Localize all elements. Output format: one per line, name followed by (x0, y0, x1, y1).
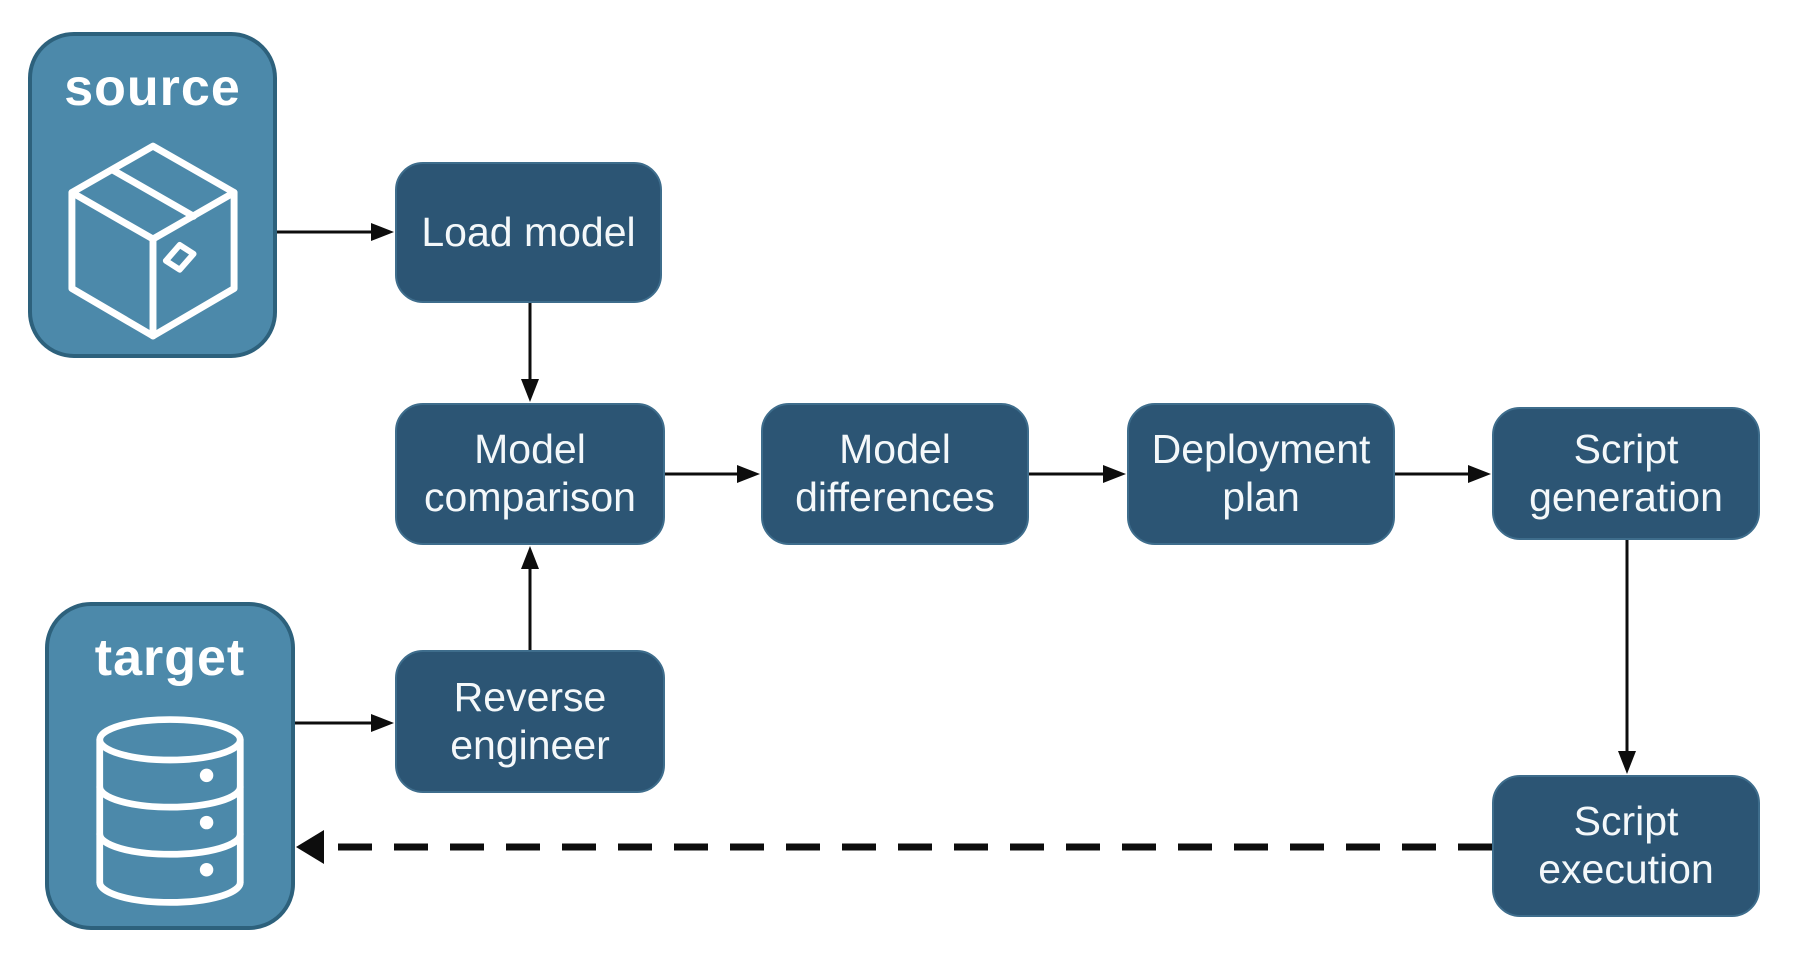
node-reverse-engineer-label: Reverse engineer (450, 673, 610, 768)
arrow-deployment-plan-to-script-generation (1395, 465, 1491, 483)
node-reverse-engineer: Reverse engineer (395, 650, 665, 793)
node-model-differences: Model differences (761, 403, 1029, 545)
arrow-model-comparison-to-model-differences (665, 465, 760, 483)
arrow-target-to-reverse-engineer (295, 714, 394, 732)
arrow-load-model-to-model-comparison (521, 303, 539, 402)
arrow-model-differences-to-deployment-plan (1029, 465, 1126, 483)
node-model-comparison-label: Model comparison (424, 426, 636, 520)
node-script-execution-label: Script execution (1538, 798, 1714, 892)
arrow-script-generation-to-script-execution (1618, 540, 1636, 774)
node-load-model: Load model (395, 162, 662, 303)
package-icon (67, 142, 238, 340)
entity-target: target (45, 602, 295, 930)
entity-target-label: target (94, 629, 246, 687)
node-load-model-label: Load model (421, 208, 636, 255)
arrow-source-to-load-model (277, 223, 394, 241)
database-icon (96, 716, 244, 906)
node-script-generation-label: Script generation (1529, 425, 1723, 520)
entity-source: source (28, 32, 277, 358)
node-deployment-plan: Deployment plan (1127, 403, 1395, 545)
node-deployment-plan-label: Deployment plan (1151, 426, 1371, 520)
arrow-reverse-engineer-to-model-comparison (521, 546, 539, 650)
node-script-execution: Script execution (1492, 775, 1760, 917)
node-model-differences-label: Model differences (795, 426, 995, 520)
entity-source-label: source (64, 59, 241, 117)
arrow-script-execution-to-target-dashed (296, 830, 1492, 864)
node-model-comparison: Model comparison (395, 403, 665, 545)
node-script-generation: Script generation (1492, 407, 1760, 540)
